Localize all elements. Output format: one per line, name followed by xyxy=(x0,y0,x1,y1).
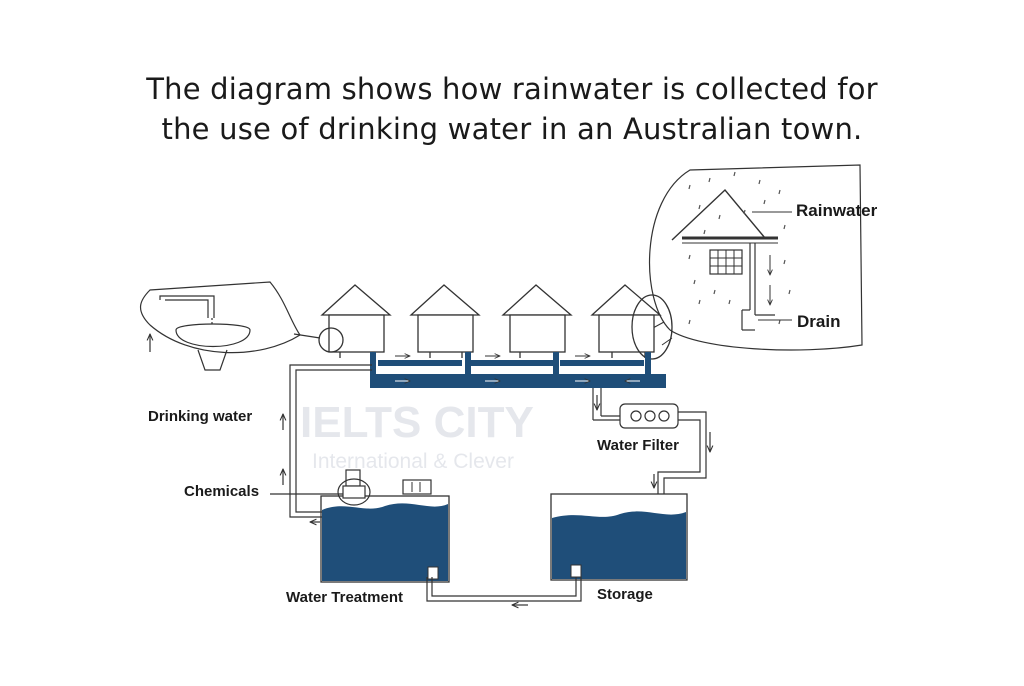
treatment-tank xyxy=(320,469,450,583)
drinking-tap-detail xyxy=(140,281,321,371)
label-water-filter: Water Filter xyxy=(597,437,679,454)
transfer-pipe xyxy=(426,577,582,605)
watermark-brand: IELTS CITY xyxy=(300,398,534,447)
label-water-treatment: Water Treatment xyxy=(286,589,403,606)
collection-pipe xyxy=(370,352,666,388)
label-storage: Storage xyxy=(597,586,653,603)
houses xyxy=(318,284,673,360)
label-rainwater: Rainwater xyxy=(796,201,878,220)
label-drinking-water: Drinking water xyxy=(148,408,253,425)
title-line-1: The diagram shows how rainwater is colle… xyxy=(146,72,878,106)
storage-tank xyxy=(550,493,688,581)
label-chemicals: Chemicals xyxy=(184,483,260,500)
label-drain: Drain xyxy=(797,312,841,331)
watermark-tagline: International & Clever xyxy=(312,450,514,473)
filter-pipes xyxy=(592,388,710,494)
title-line-2: the use of drinking water in an Australi… xyxy=(161,112,863,146)
drinking-water-pipe xyxy=(270,364,372,522)
